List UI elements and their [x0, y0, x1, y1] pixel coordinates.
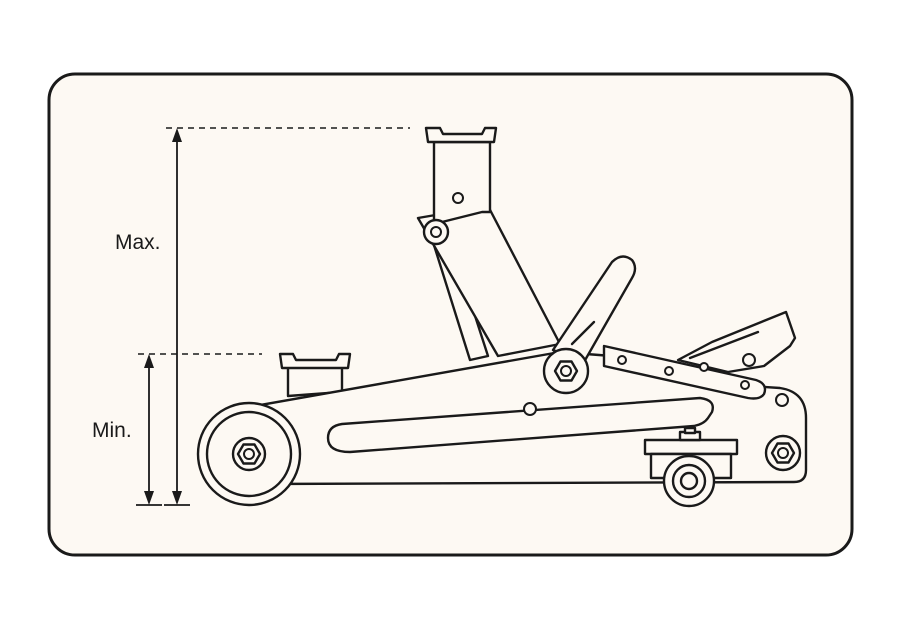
handle-pivot-center: [560, 365, 572, 377]
caster-bracket: [643, 438, 739, 456]
handle-socket-body: [551, 255, 637, 364]
min-label: Min.: [92, 419, 132, 442]
rear-wheel-axle: [777, 447, 789, 459]
max-arrow-top: [172, 128, 182, 142]
min-arrow-bottom: [144, 491, 154, 505]
handle-inner-line: [570, 320, 596, 346]
caster-wheel-hub: [679, 471, 699, 491]
raised-arm-joint-pin: [430, 226, 442, 238]
max-label: Max.: [115, 231, 161, 254]
front-wheel-axle: [243, 448, 255, 460]
rail-pin-3: [699, 362, 709, 372]
rail-pin-2: [664, 366, 674, 376]
max-arrow-bottom: [172, 491, 182, 505]
dimension-guides: [136, 127, 410, 506]
chassis-rear-pin: [775, 393, 789, 407]
pedal-line: [688, 330, 760, 360]
rear-wheel: [764, 434, 802, 472]
side-rail: [602, 344, 767, 400]
chassis-slot: [326, 396, 714, 454]
raised-saddle: [424, 126, 498, 144]
chassis-pin: [523, 402, 537, 416]
handle-socket: [542, 255, 637, 395]
raised-saddle-post: [432, 140, 492, 226]
front-wheel: [196, 401, 302, 507]
side-rail-plate: [602, 344, 767, 400]
lowered-saddle-assembly: [278, 352, 352, 398]
lowered-saddle: [278, 352, 352, 370]
caster-assembly: [643, 426, 739, 508]
pedal-pin: [742, 353, 756, 367]
raised-post-pin: [452, 192, 464, 204]
raised-lift-arm: [416, 126, 562, 362]
rear-section: [676, 310, 797, 374]
min-arrow-top: [144, 354, 154, 368]
pump-pedal: [676, 310, 797, 374]
rail-pin-4: [740, 380, 750, 390]
rail-pin-1: [617, 355, 627, 365]
caster-bolt: [683, 426, 697, 435]
